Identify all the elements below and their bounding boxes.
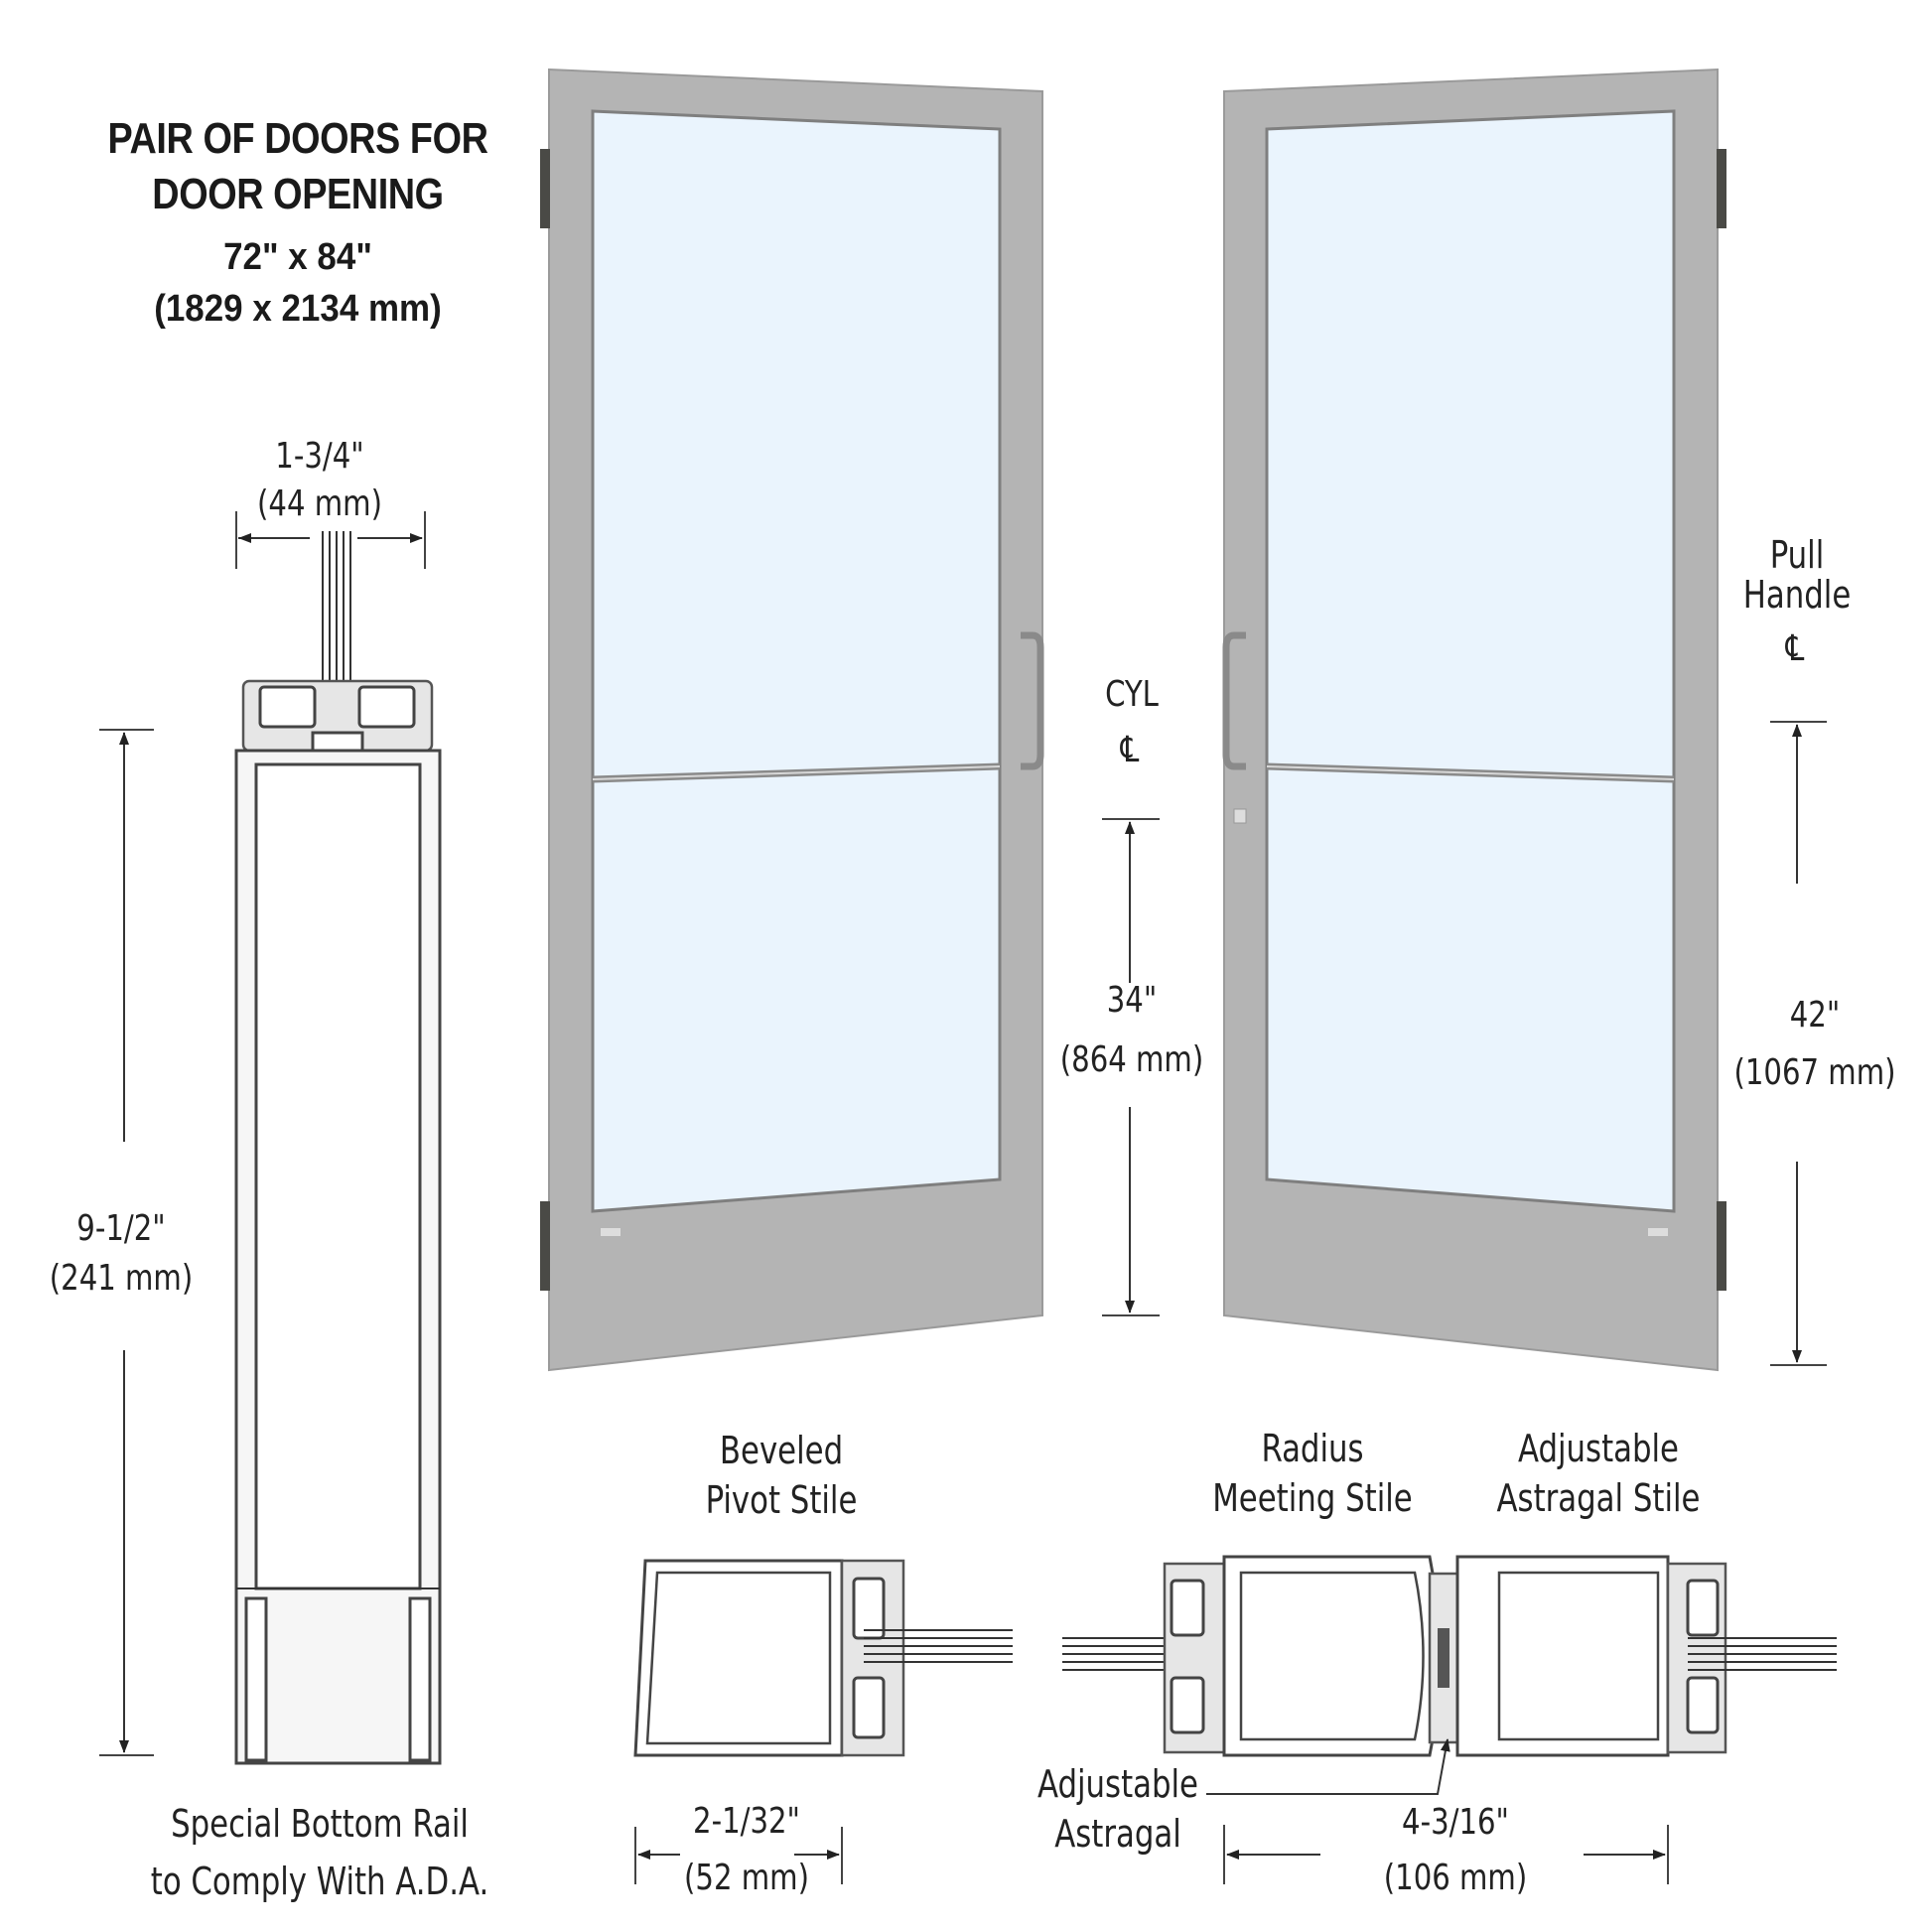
- pivot-stile-dimension: [634, 1827, 843, 1884]
- astragal-leader: [1206, 1738, 1450, 1795]
- pull-handle-centerline-icon: ℄: [1785, 628, 1805, 669]
- pull-handle-line1: Pull: [1769, 533, 1825, 577]
- right-door: [1222, 68, 1726, 1372]
- pull-handle-icon-right: [1222, 631, 1246, 770]
- astragal-line2: Astragal: [1054, 1812, 1181, 1856]
- pivot-stile-width-mm: (52 mm): [684, 1858, 809, 1898]
- pull-handle-height-mm: (1067 mm): [1733, 1052, 1896, 1093]
- meeting-stiles-section: [1062, 1555, 1837, 1757]
- cyl-centerline-icon: ℄: [1120, 730, 1140, 770]
- pivot-stile-width-in: 2-1/32": [693, 1801, 800, 1842]
- rail-height-mm: (241 mm): [49, 1258, 194, 1299]
- rail-width-dimension: [235, 511, 426, 569]
- left-door: [540, 68, 1044, 1372]
- cyl-height-in: 34": [1106, 980, 1158, 1021]
- cyl-height-mm: (864 mm): [1059, 1039, 1204, 1080]
- pull-handle-line2: Handle: [1742, 573, 1852, 617]
- top-hinge-icon: [540, 149, 550, 228]
- meeting-stile-line2: Meeting Stile: [1212, 1476, 1413, 1520]
- title-line1: PAIR OF DOORS FOR: [107, 114, 488, 163]
- astragal-stile-line1: Adjustable: [1518, 1427, 1679, 1470]
- meeting-width-dimension: [1223, 1825, 1669, 1884]
- rail-width-in: 1-3/4": [275, 436, 364, 477]
- meeting-width-in: 4-3/16": [1402, 1802, 1509, 1843]
- bottom-rail-section: [234, 531, 442, 1765]
- opening-size-in: 72" x 84": [223, 236, 372, 278]
- title-line2: DOOR OPENING: [152, 170, 444, 218]
- rail-width-mm: (44 mm): [257, 483, 382, 524]
- astragal-stile-line2: Astragal Stile: [1496, 1476, 1701, 1520]
- pivot-stile-line1: Beveled: [719, 1429, 844, 1472]
- meeting-stile-line1: Radius: [1261, 1427, 1364, 1470]
- pull-handle-icon: [1021, 631, 1044, 770]
- beveled-pivot-stile-section: [633, 1559, 1013, 1757]
- rail-caption-line1: Special Bottom Rail: [171, 1802, 469, 1846]
- pull-handle-height-in: 42": [1789, 995, 1841, 1035]
- rail-caption-line2: to Comply With A.D.A.: [150, 1860, 489, 1903]
- pull-handle-dimension: [1770, 721, 1827, 1366]
- rail-height-dimension: [99, 729, 154, 1756]
- pivot-stile-line2: Pivot Stile: [705, 1478, 858, 1522]
- meeting-width-mm: (106 mm): [1383, 1858, 1528, 1898]
- bottom-hinge-icon-right: [1717, 1201, 1726, 1291]
- top-hinge-icon-right: [1717, 149, 1726, 228]
- opening-size-mm: (1829 x 2134 mm): [154, 288, 442, 330]
- cylinder-lock-icon: [1233, 808, 1247, 824]
- cyl-dimension: [1102, 818, 1160, 1316]
- bottom-hinge-icon: [540, 1201, 550, 1291]
- astragal-line1: Adjustable: [1037, 1762, 1198, 1806]
- cyl-label: CYL: [1105, 674, 1159, 715]
- rail-height-in: 9-1/2": [76, 1208, 166, 1249]
